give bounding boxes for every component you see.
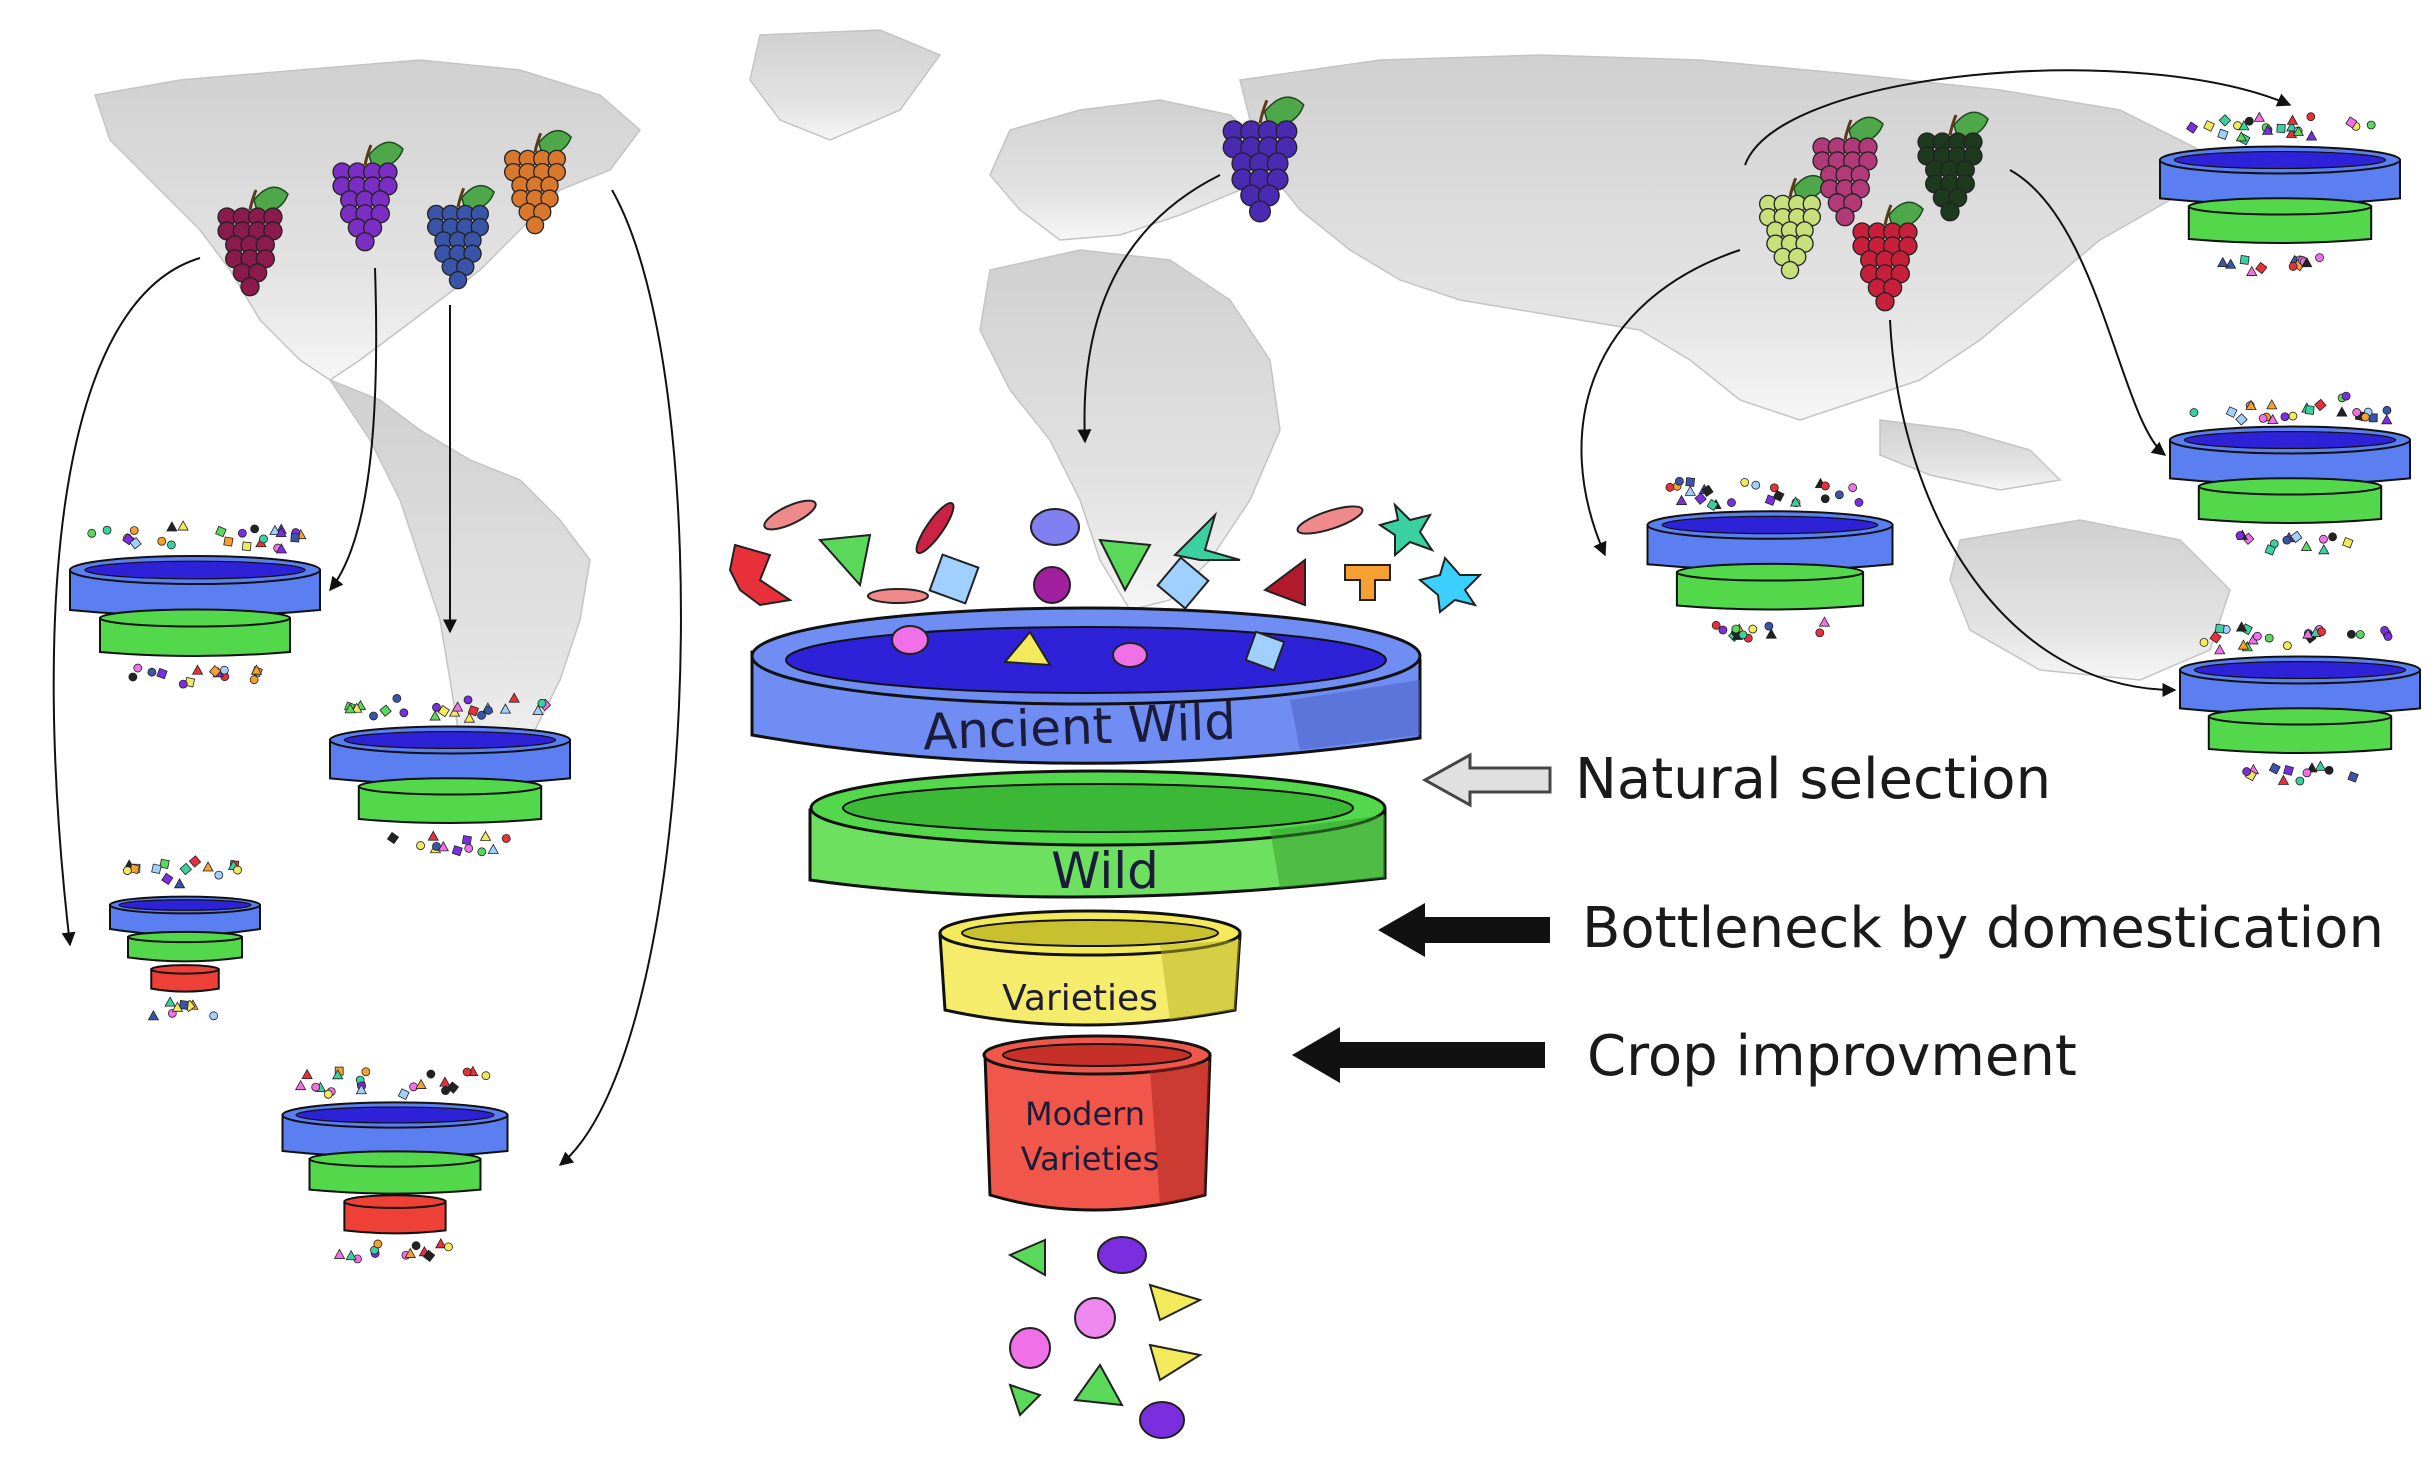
tier-label-wild: Wild	[1051, 842, 1159, 900]
funnel-tier-ancient-wild: Ancient Wild	[750, 606, 1422, 765]
stage-label-crop-improvement: Crop improvment	[1587, 1024, 2077, 1089]
funnel-tier-wild: Wild	[808, 769, 1387, 900]
arrow-icon	[558, 189, 682, 1166]
stage-bottleneck-domestication: Bottleneck by domestication	[1378, 896, 2384, 961]
tier-label-varieties: Varieties	[1002, 978, 1158, 1019]
grape-cluster-icon	[1758, 174, 1827, 280]
funnel-tier-varieties: Varieties	[938, 909, 1242, 1027]
funnel-tier	[69, 520, 321, 689]
stage-natural-selection: Natural selection	[1421, 747, 2051, 812]
funnel-tier	[1646, 476, 1894, 643]
grape-cluster-icon	[426, 184, 495, 290]
arrow-icon	[1889, 319, 2177, 697]
funnel-tier	[2179, 621, 2421, 786]
funnel-tier	[109, 855, 261, 1021]
tier-label-modern-line1: Modern	[1025, 1095, 1145, 1133]
funnel-tier-modern-varieties: Modern Varieties	[982, 1034, 1212, 1212]
grape-cluster-icon	[503, 129, 572, 235]
tier-label-ancient-wild: Ancient Wild	[922, 693, 1237, 762]
output-diversity-shapes	[1007, 1236, 1203, 1439]
funnel-tier	[2169, 391, 2411, 556]
arrow-icon	[329, 267, 378, 592]
stage-crop-improvement: Crop improvment	[1292, 1024, 2077, 1089]
funnel-tier	[281, 1065, 509, 1264]
arrow-icon	[2009, 169, 2167, 456]
funnel-tier	[2159, 111, 2401, 276]
grape-cluster-icon	[332, 141, 404, 252]
arrow-icon	[52, 257, 201, 947]
small-funnels	[69, 111, 2421, 1264]
hollow-arrow-icon	[1421, 752, 1552, 808]
grape-clusters	[217, 96, 1989, 312]
solid-arrow-icon	[1292, 1027, 1545, 1083]
stage-annotations: Natural selection Bottleneck by domestic…	[1292, 747, 2384, 1089]
main-funnel: Ancient Wild Wild Varieties Modern Varie…	[728, 499, 1483, 1439]
grape-cluster-icon	[1812, 116, 1884, 227]
funnel-tier	[329, 692, 571, 857]
grape-cluster-icon	[1852, 201, 1924, 312]
arrow-icon	[1580, 249, 1741, 557]
arrow-icon	[1077, 174, 1221, 444]
input-diversity-shapes	[728, 499, 1483, 614]
grape-cluster-icon	[217, 186, 289, 297]
arrow-icon	[1744, 69, 2292, 166]
dispersal-arrows	[52, 69, 2292, 1166]
stage-label-natural-selection: Natural selection	[1575, 747, 2051, 812]
solid-arrow-icon	[1378, 903, 1550, 957]
grape-cluster-icon	[1222, 96, 1305, 223]
stage-label-bottleneck: Bottleneck by domestication	[1582, 896, 2384, 961]
grape-cluster-icon	[1917, 111, 1989, 222]
tier-label-modern-line2: Varieties	[1021, 1140, 1160, 1178]
